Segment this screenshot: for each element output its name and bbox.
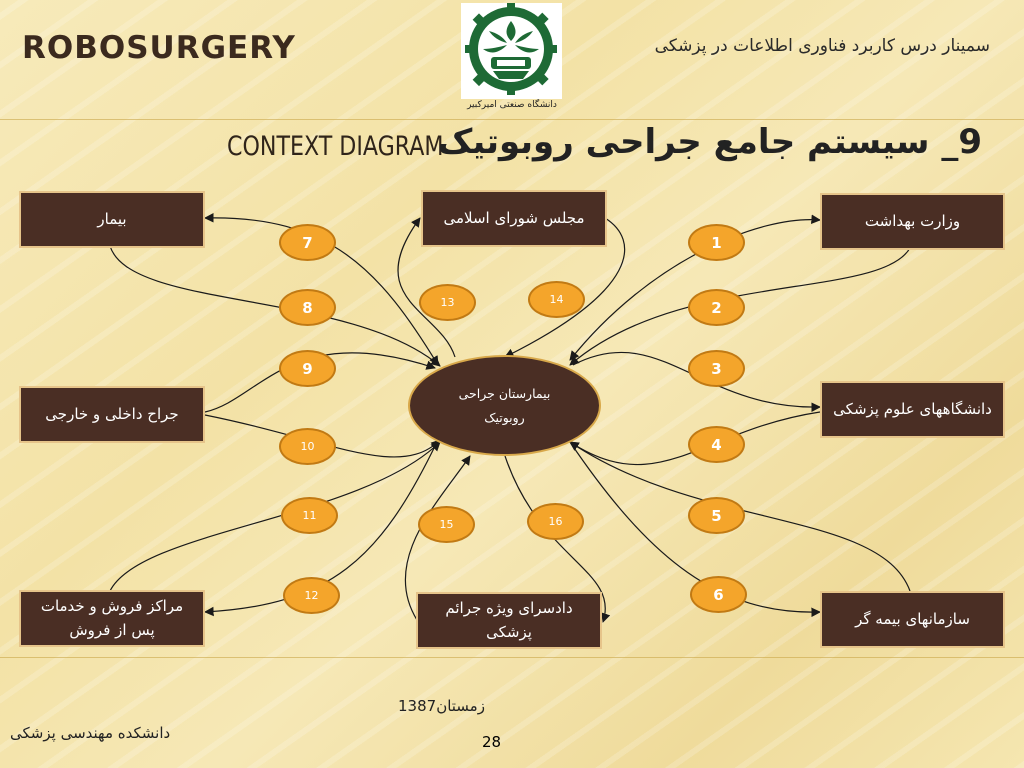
flow-label-2: 2 <box>688 289 745 326</box>
connector-7 <box>204 212 439 366</box>
flow-label-14: 14 <box>528 281 585 318</box>
flow-label-1: 1 <box>688 224 745 261</box>
flow-label-9: 9 <box>279 350 336 387</box>
flow-label-13: 13 <box>419 284 476 321</box>
header-divider <box>0 119 1024 120</box>
season-year: زمستان1387 <box>398 697 485 715</box>
flow-label-12: 12 <box>283 577 340 614</box>
flow-label-6: 6 <box>690 576 747 613</box>
flow-label-8: 8 <box>279 289 336 326</box>
entity-parliament: مجلس شورای اسلامی <box>421 190 607 247</box>
entity-sales: مراکز فروش و خدمات پس از فروش <box>19 590 205 647</box>
flow-label-7: 7 <box>279 224 336 261</box>
connector-10 <box>204 414 441 458</box>
flow-label-10: 10 <box>279 428 336 465</box>
page-number: 28 <box>482 733 502 751</box>
entity-insurance: سازمانهای بیمه گر <box>820 591 1005 648</box>
flow-label-5: 5 <box>688 497 745 534</box>
entity-ministry: وزارت بهداشت <box>820 193 1005 250</box>
connector-8 <box>109 245 441 367</box>
flow-label-11: 11 <box>281 497 338 534</box>
flow-label-16: 16 <box>527 503 584 540</box>
entity-court: دادسرای ویژه جرائم پزشکی <box>416 592 602 649</box>
connector-4 <box>569 411 821 466</box>
flow-label-3: 3 <box>688 350 745 387</box>
connector-11 <box>109 441 441 592</box>
footer-divider <box>0 657 1024 658</box>
university-logo-icon <box>461 3 562 99</box>
connector-3 <box>572 351 821 413</box>
faculty-name: دانشکده مهندسی پزشکی <box>10 724 171 742</box>
flow-label-4: 4 <box>688 426 745 463</box>
flow-label-15: 15 <box>418 506 475 543</box>
connector-16 <box>404 455 471 621</box>
connector-15 <box>504 455 611 623</box>
seminar-subtitle: سمینار درس کاربرد فناوری اطلاعات در پزشک… <box>654 36 990 56</box>
context-diagram-label: CONTEXT DIAGRAM <box>227 131 444 162</box>
connector-5 <box>569 441 911 592</box>
connector-13 <box>397 217 456 358</box>
central-process: بیمارستان جراحی روبوتیک <box>408 355 601 456</box>
slide-title: ROBOSURGERY <box>22 30 296 66</box>
entity-patient: بیمار <box>19 191 205 248</box>
entity-universities: دانشگاههای علوم پزشکی <box>820 381 1005 438</box>
connector-6 <box>569 441 821 618</box>
connector-12 <box>204 441 438 617</box>
entity-surgeon: جراح داخلی و خارجی <box>19 386 205 443</box>
university-name: دانشگاه صنعتی امیرکبیر <box>467 100 557 110</box>
main-heading: 9_ سیستم جامع جراحی روبوتیک <box>437 122 982 162</box>
